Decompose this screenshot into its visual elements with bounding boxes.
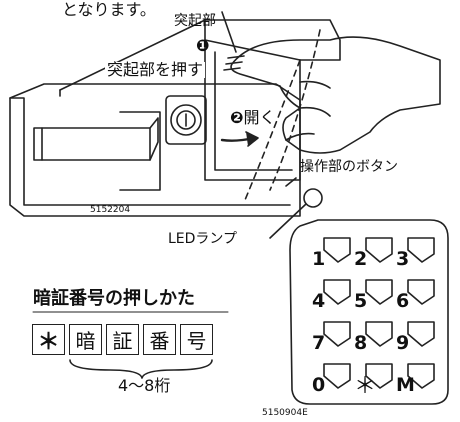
keycap-0[interactable] bbox=[323, 363, 351, 389]
lock-body-frame bbox=[59, 19, 341, 91]
step2-marker: ❷ bbox=[230, 108, 244, 127]
figure-code-2: 5150904E bbox=[262, 408, 308, 418]
key-label-6: 6 bbox=[396, 290, 410, 312]
keypad-panel bbox=[289, 219, 449, 405]
hand bbox=[230, 36, 441, 154]
key-label-2: 2 bbox=[354, 248, 368, 270]
protrusion-label: 突起部 bbox=[174, 13, 216, 29]
key-label-m: M bbox=[396, 374, 415, 396]
key-cylinder bbox=[170, 104, 202, 136]
digit-range-label: 4〜8桁 bbox=[118, 376, 171, 395]
pin-box-4: 号 bbox=[180, 324, 213, 355]
digit-range-brace bbox=[69, 359, 213, 379]
pin-box-1: 暗 bbox=[69, 324, 102, 355]
keycap-6[interactable] bbox=[407, 279, 435, 305]
pin-entry-sequence: ＊ 暗 証 番 号 bbox=[32, 324, 213, 355]
pin-entry-title: 暗証番号の押しかた bbox=[33, 288, 195, 309]
step2-text: 開く bbox=[243, 108, 276, 127]
key-label-9: 9 bbox=[396, 332, 410, 354]
keypad-button-label: 操作部のボタン bbox=[300, 159, 398, 175]
lever-handle bbox=[33, 117, 159, 161]
pin-box-2: 証 bbox=[106, 324, 139, 355]
step1-marker: ❶ bbox=[196, 36, 210, 55]
key-label-7: 7 bbox=[312, 332, 326, 354]
key-label-4: 4 bbox=[312, 290, 326, 312]
front-cover bbox=[204, 39, 301, 181]
step2-label: ❷開く bbox=[230, 110, 276, 126]
keycap-5[interactable] bbox=[365, 279, 393, 305]
keycap-9[interactable] bbox=[407, 321, 435, 347]
keycap-m[interactable] bbox=[407, 363, 435, 389]
figure-code-1: 5152204 bbox=[90, 205, 131, 215]
key-label-0: 0 bbox=[312, 374, 326, 396]
intro-text: となります。 bbox=[62, 0, 156, 19]
keycap-1[interactable] bbox=[323, 237, 351, 263]
key-label-3: 3 bbox=[396, 248, 410, 270]
key-label-8: 8 bbox=[354, 332, 368, 354]
push-protrusion-label: 突起部を押す bbox=[105, 60, 206, 79]
led-lamp bbox=[303, 188, 323, 208]
pin-box-3: 番 bbox=[143, 324, 176, 355]
protrusion-ridges bbox=[223, 55, 245, 71]
keycap-star[interactable] bbox=[365, 363, 393, 389]
keycap-2[interactable] bbox=[365, 237, 393, 263]
keycap-7[interactable] bbox=[323, 321, 351, 347]
keycap-3[interactable] bbox=[407, 237, 435, 263]
key-cylinder-housing bbox=[165, 95, 207, 145]
cover-swing-arc bbox=[244, 59, 301, 201]
key-label-star: ＊ bbox=[354, 374, 377, 399]
pin-box-star: ＊ bbox=[32, 324, 65, 355]
led-lamp-label: LEDランプ bbox=[168, 231, 238, 247]
key-label-1: 1 bbox=[312, 248, 326, 270]
key-label-5: 5 bbox=[354, 290, 368, 312]
keycap-8[interactable] bbox=[365, 321, 393, 347]
keycap-4[interactable] bbox=[323, 279, 351, 305]
